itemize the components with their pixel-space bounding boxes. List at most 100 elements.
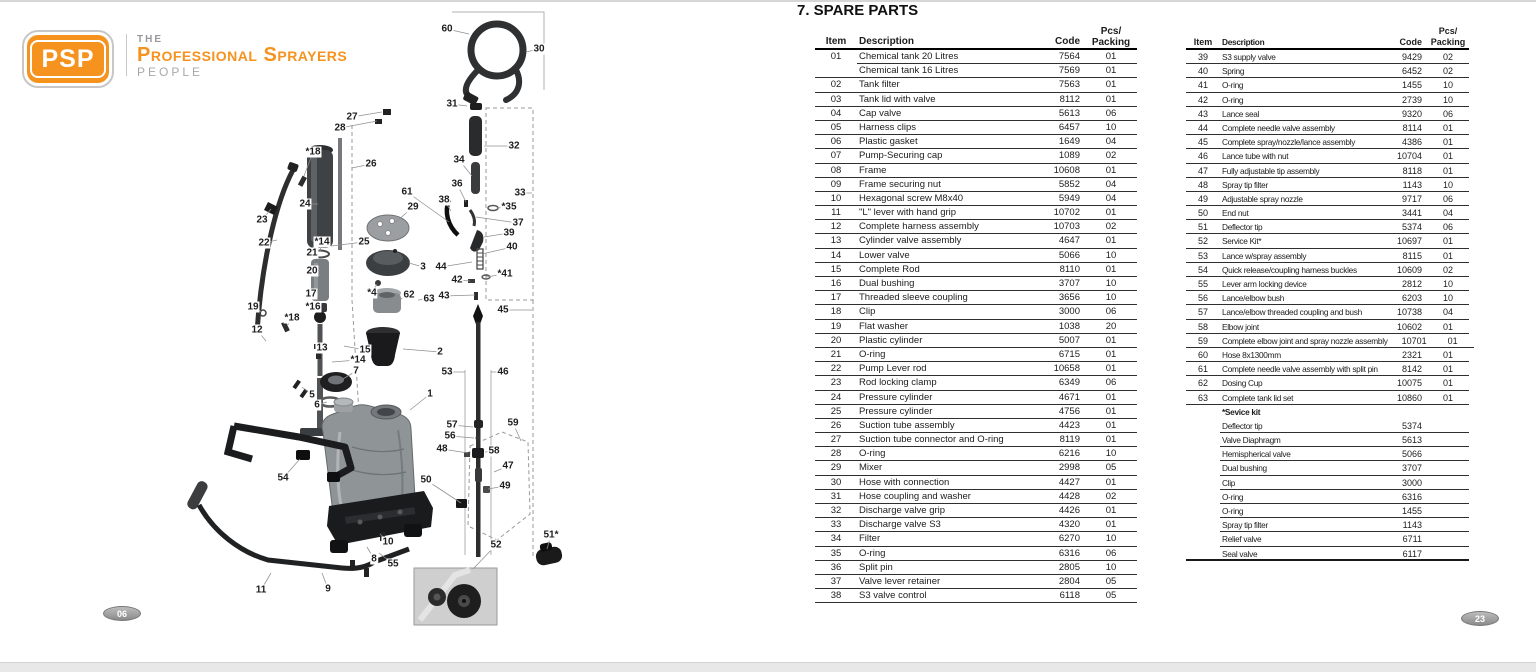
part-label: 27	[345, 111, 359, 123]
cell-code: 6117	[1383, 547, 1427, 561]
cell-pcs: 02	[1085, 149, 1137, 164]
cell-desc: Relief valve	[1220, 532, 1383, 547]
part-label: *14	[349, 354, 367, 366]
part-label: 54	[276, 472, 290, 484]
cell-pcs: 01	[1427, 391, 1469, 405]
cell-pcs: 02	[1427, 50, 1469, 65]
cell-item	[1186, 433, 1220, 447]
cell-desc: Valve lever retainer	[857, 575, 1035, 590]
cell-item: 02	[815, 78, 857, 93]
cell-code: 4386	[1383, 135, 1427, 150]
cell-item: 19	[815, 320, 857, 334]
cell-desc: O-ring	[1220, 93, 1383, 107]
cell-code: 1038	[1035, 320, 1085, 334]
cell-desc: Harness clips	[857, 121, 1035, 136]
cell-desc: Pressure cylinder	[857, 405, 1035, 419]
cell-desc: Complete Rod	[857, 263, 1035, 277]
cell-item: 09	[815, 178, 857, 192]
cell-pcs: 10	[1085, 121, 1137, 136]
cell-pcs: 05	[1085, 589, 1137, 604]
part-label: 44	[434, 261, 448, 273]
cell-pcs: 06	[1085, 547, 1137, 561]
cell-code: 4423	[1035, 419, 1085, 434]
cell-item: 11	[815, 206, 857, 221]
part-label: 53	[440, 366, 454, 378]
cell-code: 2804	[1035, 575, 1085, 590]
cell-item: 16	[815, 277, 857, 292]
cell-code: 4756	[1035, 405, 1085, 419]
cell-code: 6711	[1383, 532, 1427, 547]
part-label: 26	[364, 158, 378, 170]
part-label: 46	[496, 366, 510, 378]
part-label: *41	[496, 268, 514, 280]
cell-item: 60	[1186, 348, 1220, 363]
cell-desc: O-ring	[857, 547, 1035, 561]
cell-item: 39	[1186, 50, 1220, 65]
cell-desc: End nut	[1220, 206, 1383, 221]
cell-item: 04	[815, 107, 857, 121]
cell-item: 37	[815, 575, 857, 590]
cell-pcs: 04	[1427, 206, 1469, 221]
cell-item: 53	[1186, 249, 1220, 263]
part-label: 56	[443, 430, 457, 442]
cell-desc: Deflector tip	[1220, 419, 1383, 434]
cell-desc: Lance tube with nut	[1220, 149, 1383, 164]
cell-item: 08	[815, 164, 857, 178]
part-label: 37	[511, 217, 525, 229]
brand-logo: PSP THE Professional Sprayers PEOPLE	[22, 30, 347, 88]
psp-logo-keyline: PSP	[30, 40, 106, 78]
cell-code: 5374	[1383, 220, 1427, 235]
cell-item: 26	[815, 419, 857, 434]
header-item: Item	[1193, 37, 1213, 47]
cell-code: 5852	[1035, 178, 1085, 192]
part-label: 34	[452, 154, 466, 166]
cell-pcs	[1427, 490, 1469, 504]
cell-item: 36	[815, 561, 857, 575]
cell-item: 43	[1186, 107, 1220, 121]
table-header: Item Description Code Pcs/ Packing	[815, 22, 1137, 50]
part-label: 12	[250, 324, 264, 336]
cell-pcs	[1427, 532, 1469, 547]
part-label: 8	[370, 553, 378, 565]
cell-code: 10608	[1035, 164, 1085, 178]
cell-pcs: 01	[1085, 518, 1137, 533]
cell-item: 14	[815, 249, 857, 263]
cell-code: 10697	[1383, 234, 1427, 249]
brand-line-people: PEOPLE	[137, 65, 204, 79]
cell-item: 12	[815, 220, 857, 235]
cell-desc: Hexagonal screw M8x40	[857, 192, 1035, 207]
cell-pcs	[1427, 461, 1469, 476]
cell-item	[815, 64, 857, 79]
cell-code: 10702	[1035, 206, 1085, 221]
part-label: 19	[246, 301, 260, 313]
cell-pcs: 10	[1427, 291, 1469, 306]
cell-pcs	[1427, 504, 1469, 519]
cell-desc: Seal valve	[1220, 547, 1383, 561]
cell-desc: Discharge valve grip	[857, 504, 1035, 519]
table-header: Item Description Code Pcs/ Packing	[1186, 22, 1469, 50]
cell-pcs: 01	[1427, 135, 1469, 150]
cell-code: 6203	[1383, 291, 1427, 306]
cell-desc: S3 supply valve	[1220, 50, 1383, 65]
cell-code: 1143	[1383, 518, 1427, 533]
part-label: 36	[450, 178, 464, 190]
cell-code: 1089	[1035, 149, 1085, 164]
cell-desc: O-ring	[1220, 504, 1383, 519]
cell-code: 3000	[1383, 476, 1427, 490]
cell-desc: Cylinder valve assembly	[857, 234, 1035, 249]
cell-pcs: 10	[1427, 78, 1469, 93]
part-label: *18	[283, 312, 301, 324]
cell-desc: Deflector tip	[1220, 220, 1383, 235]
header-pcs-packing: Pcs/ Packing	[1430, 26, 1466, 47]
cell-pcs	[1427, 518, 1469, 533]
